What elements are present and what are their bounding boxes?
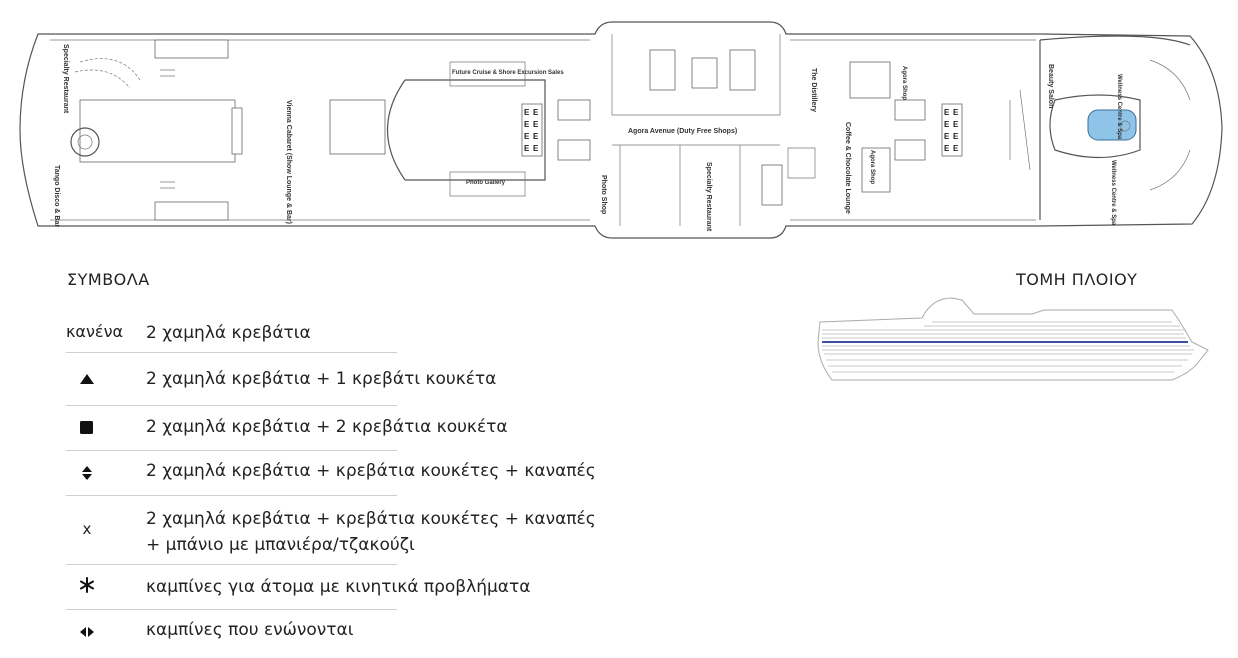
legend-text: 2 χαμηλά κρεβάτια bbox=[146, 323, 311, 343]
svg-text:E: E bbox=[953, 144, 959, 153]
ship-section-diagram bbox=[817, 297, 1209, 381]
label-the-distillery: The Distillery bbox=[810, 68, 817, 112]
legend-row: 2 χαμηλά κρεβάτια + κρεβάτια κουκέτες + … bbox=[66, 451, 596, 496]
legend-text: 2 χαμηλά κρεβάτια + κρεβάτια κουκέτες + … bbox=[146, 461, 596, 481]
label-tango-disco: Tango Disco & Bar bbox=[53, 165, 60, 227]
svg-text:E: E bbox=[533, 120, 539, 129]
svg-text:E: E bbox=[944, 120, 950, 129]
elevator-bank-aft: E E E E E E E E bbox=[521, 103, 543, 157]
legend-row: καμπίνες που ενώνονται bbox=[66, 610, 397, 652]
legend-row: καμπίνες για άτομα με κινητικά προβλήματ… bbox=[66, 565, 530, 610]
left-right-arrows-icon bbox=[66, 624, 108, 642]
svg-text:E: E bbox=[944, 132, 950, 141]
triangle-up-icon bbox=[66, 371, 108, 389]
ship-superstructure bbox=[817, 297, 1209, 381]
svg-text:E: E bbox=[524, 144, 530, 153]
svg-text:E: E bbox=[533, 108, 539, 117]
legend-symbol-x: x bbox=[82, 520, 92, 538]
label-specialty-restaurant-mid: Specialty Restaurant bbox=[705, 162, 712, 232]
label-agora-avenue: Agora Avenue (Duty Free Shops) bbox=[628, 128, 737, 135]
legend-text: 2 χαμηλά κρεβάτια + κρεβάτια κουκέτες + … bbox=[146, 509, 596, 529]
label-wellness-top: Wellness Centre & Spa bbox=[1116, 74, 1122, 140]
up-down-arrows-icon bbox=[66, 465, 108, 485]
svg-text:E: E bbox=[533, 132, 539, 141]
label-vienna-cabaret: Vienna Cabaret (Show Lounge & Bar) bbox=[285, 100, 292, 224]
spa-pool bbox=[1087, 109, 1137, 141]
svg-text:E: E bbox=[953, 132, 959, 141]
elevator-bank-fwd: E E E E E E E E bbox=[941, 103, 963, 157]
label-photo-gallery: Photo Gallery bbox=[466, 180, 506, 186]
label-agora-shop-bottom: Agora Shop bbox=[869, 150, 875, 184]
svg-text:E: E bbox=[533, 144, 539, 153]
deck-plan: E E E E E E E E E E E E E E E E Specialt… bbox=[19, 21, 1223, 239]
hull-outline bbox=[19, 21, 1223, 239]
label-coffee-lounge: Coffee & Chocolate Lounge bbox=[844, 122, 851, 214]
legend-row: 2 χαμηλά κρεβάτια + 2 κρεβάτια κουκέτα bbox=[66, 406, 508, 451]
legend-row: 2 χαμηλά κρεβάτια + 1 κρεβάτι κουκέτα bbox=[66, 353, 496, 406]
label-beauty-salon: Beauty Salon bbox=[1047, 64, 1054, 108]
svg-text:E: E bbox=[953, 108, 959, 117]
label-agora-shop-top: Agora Shop bbox=[901, 66, 907, 100]
svg-text:E: E bbox=[524, 108, 530, 117]
label-wellness-bottom: Wellness Centre & Spa bbox=[1110, 160, 1116, 226]
ship-section-title: ΤΟΜΗ ΠΛΟΙΟΥ bbox=[1016, 270, 1138, 289]
label-future-cruise: Future Cruise & Shore Excursion Sales bbox=[452, 70, 564, 76]
legend-row: x 2 χαμηλά κρεβάτια + κρεβάτια κουκέτες … bbox=[66, 496, 596, 565]
label-specialty-restaurant-aft: Specialty Restaurant bbox=[62, 44, 69, 114]
svg-text:E: E bbox=[524, 132, 530, 141]
square-icon bbox=[66, 420, 108, 440]
svg-text:E: E bbox=[944, 144, 950, 153]
svg-text:E: E bbox=[944, 108, 950, 117]
legend-text-line2: + μπάνιο με μπανιέρα/τζακούζι bbox=[146, 535, 415, 555]
legend-text: καμπίνες για άτομα με κινητικά προβλήματ… bbox=[146, 577, 531, 597]
legend-symbol-none: κανένα bbox=[66, 322, 124, 341]
snowflake-icon bbox=[66, 577, 108, 597]
legend-text: καμπίνες που ενώνονται bbox=[146, 620, 354, 640]
svg-text:E: E bbox=[524, 120, 530, 129]
label-photo-shop: Photo Shop bbox=[600, 175, 607, 214]
legend-text: 2 χαμηλά κρεβάτια + 1 κρεβάτι κουκέτα bbox=[146, 369, 497, 389]
legend-title: ΣΥΜΒΟΛΑ bbox=[67, 270, 150, 289]
svg-text:E: E bbox=[953, 120, 959, 129]
legend-row: κανένα 2 χαμηλά κρεβάτια bbox=[66, 318, 397, 353]
legend-text: 2 χαμηλά κρεβάτια + 2 κρεβάτια κουκέτα bbox=[146, 417, 508, 437]
